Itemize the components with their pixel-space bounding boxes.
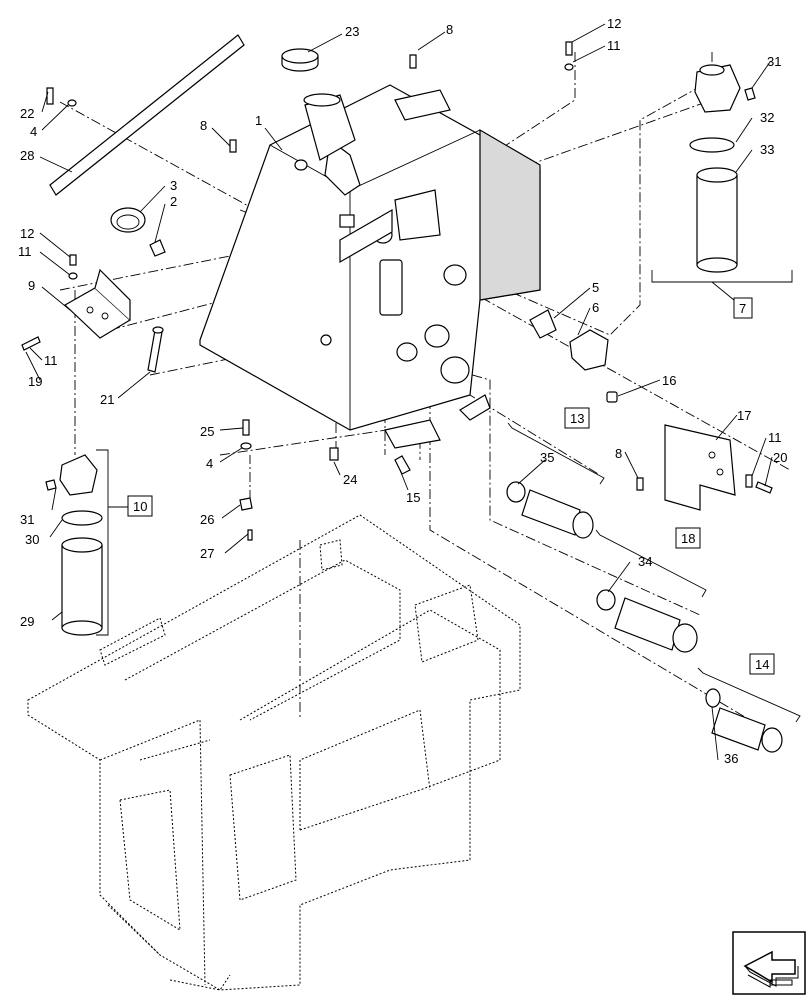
o-ring-36 (705, 688, 721, 708)
callout-11a: 11 (18, 244, 32, 259)
callout-11b: 11 (607, 38, 621, 53)
callout-23: 23 (345, 24, 359, 39)
callout-21: 21 (100, 392, 114, 407)
callout-9: 9 (28, 278, 35, 293)
callout-17: 17 (737, 408, 751, 423)
group-bracket-7 (651, 270, 793, 283)
elbow-6 (569, 329, 609, 371)
callout-11d: 11 (768, 430, 782, 445)
strainer-18 (614, 597, 698, 653)
callout-32: 32 (760, 110, 774, 125)
callout-12a: 12 (20, 226, 34, 241)
callout-13: 13 (570, 411, 584, 426)
callout-35: 35 (540, 450, 554, 465)
mounting-bracket-17 (664, 424, 736, 511)
fitting-5 (529, 309, 557, 339)
callout-30: 30 (25, 532, 39, 547)
callout-26: 26 (200, 512, 214, 527)
callout-3: 3 (170, 178, 177, 193)
strainer-13 (521, 489, 594, 539)
callout-29: 29 (20, 614, 34, 629)
hardware (21, 41, 773, 541)
callout-4a: 4 (30, 124, 37, 139)
filler-neck (303, 93, 356, 161)
callout-31b: 31 (767, 54, 781, 69)
arrow-icon[interactable] (732, 931, 806, 995)
callout-6: 6 (592, 300, 599, 315)
callout-22: 22 (20, 106, 34, 121)
group-bracket-10 (96, 449, 109, 636)
callout-15: 15 (406, 490, 420, 505)
callout-25: 25 (200, 424, 214, 439)
callout-19: 19 (28, 374, 42, 389)
group-bracket-18 (595, 529, 707, 598)
breather-adapter (149, 239, 166, 257)
filter-head-left (59, 454, 98, 496)
filter-head-top (694, 64, 741, 113)
filter-element-33 (696, 167, 738, 273)
callout-27: 27 (200, 546, 214, 561)
o-ring-35 (506, 481, 526, 503)
o-ring-34 (596, 589, 616, 611)
callout-4b: 4 (206, 456, 213, 471)
callout-14: 14 (755, 657, 769, 672)
o-ring-30 (61, 510, 103, 526)
cover-panel (49, 34, 245, 196)
callout-10: 10 (133, 499, 147, 514)
callout-34: 34 (638, 554, 652, 569)
callout-33: 33 (760, 142, 774, 157)
callout-labels: 1 2 3 4 4 5 6 7 8 8 8 9 10 11 11 11 11 1… (18, 16, 787, 766)
callout-8c: 8 (615, 446, 622, 461)
leader-lines (25, 23, 773, 761)
mounting-bracket-9 (63, 268, 131, 339)
callout-28: 28 (20, 148, 34, 163)
callout-18: 18 (681, 531, 695, 546)
callout-2: 2 (170, 194, 177, 209)
callout-8b: 8 (446, 22, 453, 37)
callout-1: 1 (255, 113, 262, 128)
group-bracket-13 (507, 422, 605, 485)
callout-5: 5 (592, 280, 599, 295)
chassis-frame (27, 514, 521, 991)
callout-12b: 12 (607, 16, 621, 31)
sight-gauge (147, 326, 164, 373)
callout-11c: 11 (44, 353, 58, 368)
boxed-callouts (127, 297, 775, 675)
filter-element-29 (61, 537, 103, 636)
hydraulic-tank (199, 84, 541, 449)
plug-16 (606, 391, 618, 403)
group-bracket-14 (697, 667, 801, 723)
callout-24: 24 (343, 472, 357, 487)
strainer-14 (711, 707, 783, 753)
callout-7: 7 (739, 301, 746, 316)
callout-8a: 8 (200, 118, 207, 133)
o-ring-32 (689, 137, 735, 153)
callout-31a: 31 (20, 512, 34, 527)
filler-cap (281, 48, 319, 72)
callout-20: 20 (773, 450, 787, 465)
breather-cap (110, 207, 146, 233)
callout-16: 16 (662, 373, 676, 388)
callout-36: 36 (724, 751, 738, 766)
